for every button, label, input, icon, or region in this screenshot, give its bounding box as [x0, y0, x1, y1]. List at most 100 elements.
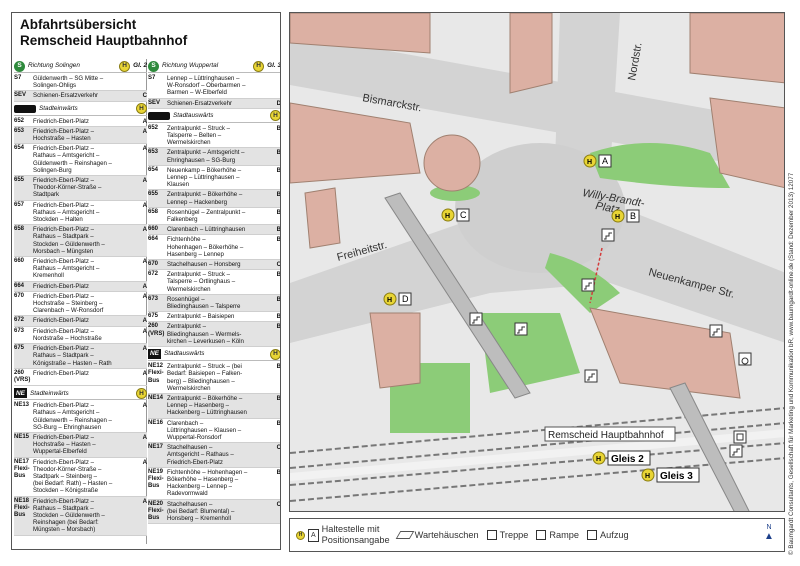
svg-text:D: D [402, 294, 409, 304]
svg-text:Gleis 3: Gleis 3 [660, 471, 693, 482]
direction-label: Stadteinwärts [39, 105, 78, 112]
destination: Lennep – Lüttringhausen – W-Ronsdorf – O… [167, 75, 246, 97]
destination: Zentralpunkt – Amtsgericht – Ehringhause… [167, 149, 245, 164]
stop-position: B [276, 313, 281, 321]
departure-row: 260 (VRS)Zentralpunkt – Bliedinghausen –… [148, 322, 281, 348]
line-number: NE20 Flexi- Bus [148, 500, 164, 521]
destination: Neuenkamp – Bökerhöhe – Lennep – Lüttrin… [167, 166, 242, 189]
s-bahn-icon: S [14, 60, 25, 72]
stop-h-icon: H [296, 530, 305, 540]
legend-shelter-label: Wartehäuschen [414, 529, 479, 540]
stairs-icon [581, 278, 595, 292]
destination: Friedrich-Ebert-Platz – Theodor-Körner-S… [33, 458, 113, 495]
platform-label: Gl. 3 [267, 62, 281, 70]
line-number: NE18 Flexi- Bus [14, 497, 30, 518]
stop-position: B [276, 226, 281, 234]
line-number: 675 [14, 345, 25, 352]
svg-text:H: H [387, 297, 392, 304]
destination: Friedrich-Ebert-Platz [33, 282, 89, 290]
stop-position: A [142, 433, 147, 441]
direction-header-bus-right: Stadtauswärts H [148, 110, 280, 123]
destination: Fichtenhöhe – Hohenhagen – Böker­höhe – … [167, 468, 248, 498]
stairs-icon [709, 324, 723, 338]
stop-position: B [276, 468, 281, 476]
station-label-box [544, 426, 676, 442]
stop-position: A [142, 177, 147, 185]
stop-h-icon: H [270, 110, 280, 122]
line-number: 664 [14, 282, 25, 289]
stop-position: A [142, 282, 147, 290]
direction-label: Stadtauswärts [164, 350, 205, 358]
shelter-icon [395, 531, 414, 539]
stop-h-icon: H [253, 60, 265, 72]
road-bismarckstr [290, 33, 784, 173]
road-nordstr [555, 13, 620, 173]
destination: Friedrich-Ebert-Platz – Rathaus – Stadtp… [33, 345, 112, 367]
s-bahn-icon: S [148, 60, 159, 72]
road-neuenkamper [290, 203, 784, 343]
column-divider [146, 59, 147, 544]
footbridge [669, 382, 750, 511]
station-building [589, 307, 741, 399]
stop-position: A [142, 226, 147, 234]
destination: Friedrich-Ebert-Platz – Rathaus – Amtsge… [33, 258, 100, 280]
legend-ramp: Rampe [536, 530, 579, 541]
legend-stairs-label: Treppe [499, 529, 529, 540]
line-number: 653 [14, 127, 25, 134]
destination: Zentralpunkt – Struck – Talsperre – Belt… [167, 124, 230, 147]
destination: Stachelhausen – (bei Bedarf: Blumental) … [167, 500, 235, 522]
legend-lift: Aufzug [587, 530, 629, 541]
platform-label: Gl. 2 [133, 62, 147, 70]
line-number: 260 (VRS) [14, 369, 31, 383]
destination: Zentralpunkt – Struck – (bei Bedarf: Bai… [167, 363, 243, 392]
stairs-icon [469, 312, 483, 326]
line-number: SEV [14, 92, 27, 99]
legend-stairs: Treppe [486, 529, 529, 541]
destination: Friedrich-Ebert-Platz – Rathaus – Stadtp… [33, 497, 105, 534]
stop-position: B [276, 191, 281, 199]
legend-lift-label: Aufzug [600, 529, 629, 540]
bus-icon [148, 111, 170, 120]
stop-position: A [142, 497, 147, 505]
destination: Friedrich-Ebert-Platz – Hochstraße – Ste… [33, 292, 104, 315]
destination: Zentralpunkt – Böker­höhe – Lennep – Hac… [167, 191, 243, 206]
stop-b: H B [611, 209, 640, 223]
stop-position: A [142, 201, 147, 209]
destination: Stachelhausen – Amtsgericht – Rathaus – … [167, 444, 234, 466]
direction-header-night-right: NE Stadtauswärts H [148, 348, 280, 362]
stop-letter-box: A [308, 528, 319, 542]
stop-h-icon: H [119, 60, 131, 72]
night-express-icon: NE [14, 388, 27, 399]
direction-label: Stadtauswärts [173, 112, 214, 120]
building [509, 13, 553, 94]
stop-position: B [276, 419, 281, 427]
svg-text:H: H [615, 214, 620, 221]
line-number: NE13 [14, 402, 30, 409]
destination: Zentralpunkt – Baisiepen [167, 313, 235, 321]
stop-position: B [276, 323, 281, 331]
round-building [423, 134, 481, 192]
destination: Friedrich-Ebert-Platz – Rathaus – Amtsge… [33, 402, 112, 431]
platform-gleis-3: H Gleis 3 [641, 467, 700, 483]
line-number: NE16 [148, 419, 164, 426]
line-number: 675 [148, 313, 159, 320]
stop-position: A [142, 145, 147, 153]
direction-header-night-left: NE Stadteinwärts H [14, 387, 147, 401]
line-number: 673 [14, 327, 25, 334]
line-number: 652 [148, 124, 159, 131]
stop-position: C [276, 261, 281, 269]
